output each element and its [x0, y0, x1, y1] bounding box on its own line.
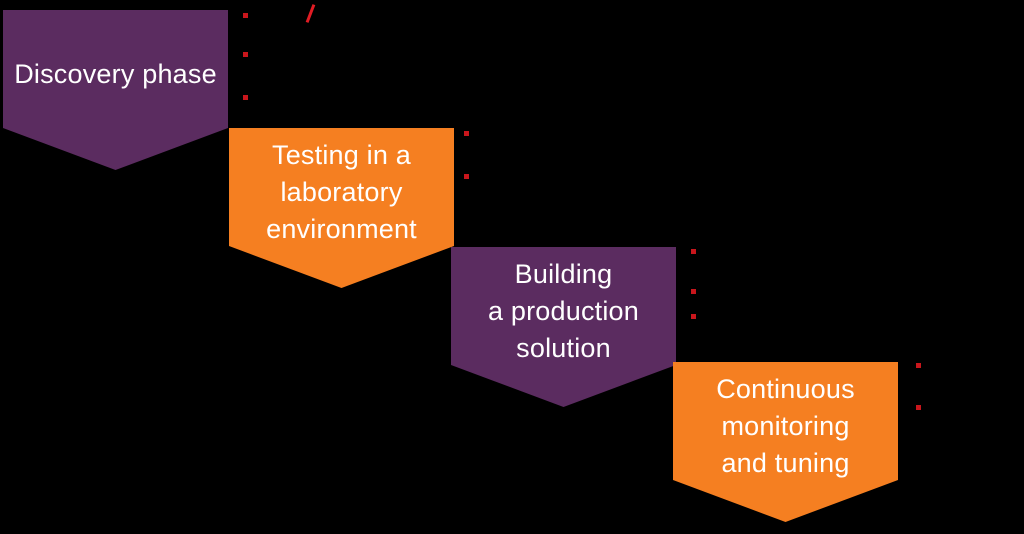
red-bullet-marker — [691, 249, 696, 254]
phase-label-line: environment — [266, 213, 417, 244]
phase-label-line: Building — [514, 258, 613, 289]
red-bullet-marker — [916, 363, 921, 368]
phase-label-line: laboratory — [280, 176, 403, 207]
phase-label-line: monitoring — [721, 410, 850, 441]
bullet-list — [464, 128, 472, 288]
red-bullet-marker — [691, 289, 696, 294]
phase-label: Testing in a laboratory environment — [229, 128, 454, 246]
phase-label-line: Continuous — [716, 373, 855, 404]
red-bullet-marker — [464, 174, 469, 179]
phase-label-line: and tuning — [721, 447, 850, 478]
red-slash-mark — [305, 4, 316, 23]
phase-label: Building a production solution — [451, 247, 676, 365]
phase-monitoring-tuning: Continuous monitoring and tuning — [673, 362, 921, 522]
red-bullet-marker — [243, 95, 248, 100]
bullet-list — [691, 247, 699, 407]
phase-label: Discovery phase — [3, 10, 228, 128]
red-bullet-marker — [243, 52, 248, 57]
red-bullet-marker — [691, 314, 696, 319]
phase-discovery: Discovery phase — [3, 10, 248, 170]
red-bullet-marker — [243, 13, 248, 18]
bullet-list — [916, 362, 924, 522]
phase-label-line: a production — [487, 295, 639, 326]
red-bullet-marker — [916, 405, 921, 410]
phase-label-line: Testing in a — [272, 139, 411, 170]
phase-label-line: Discovery phase — [14, 58, 217, 89]
phase-production-build: Building a production solution — [451, 247, 696, 407]
bullet-list — [243, 10, 251, 170]
phase-label-line: solution — [516, 332, 611, 363]
phase-label: Continuous monitoring and tuning — [673, 362, 898, 480]
phase-laboratory-testing: Testing in a laboratory environment — [229, 128, 469, 288]
red-bullet-marker — [464, 131, 469, 136]
